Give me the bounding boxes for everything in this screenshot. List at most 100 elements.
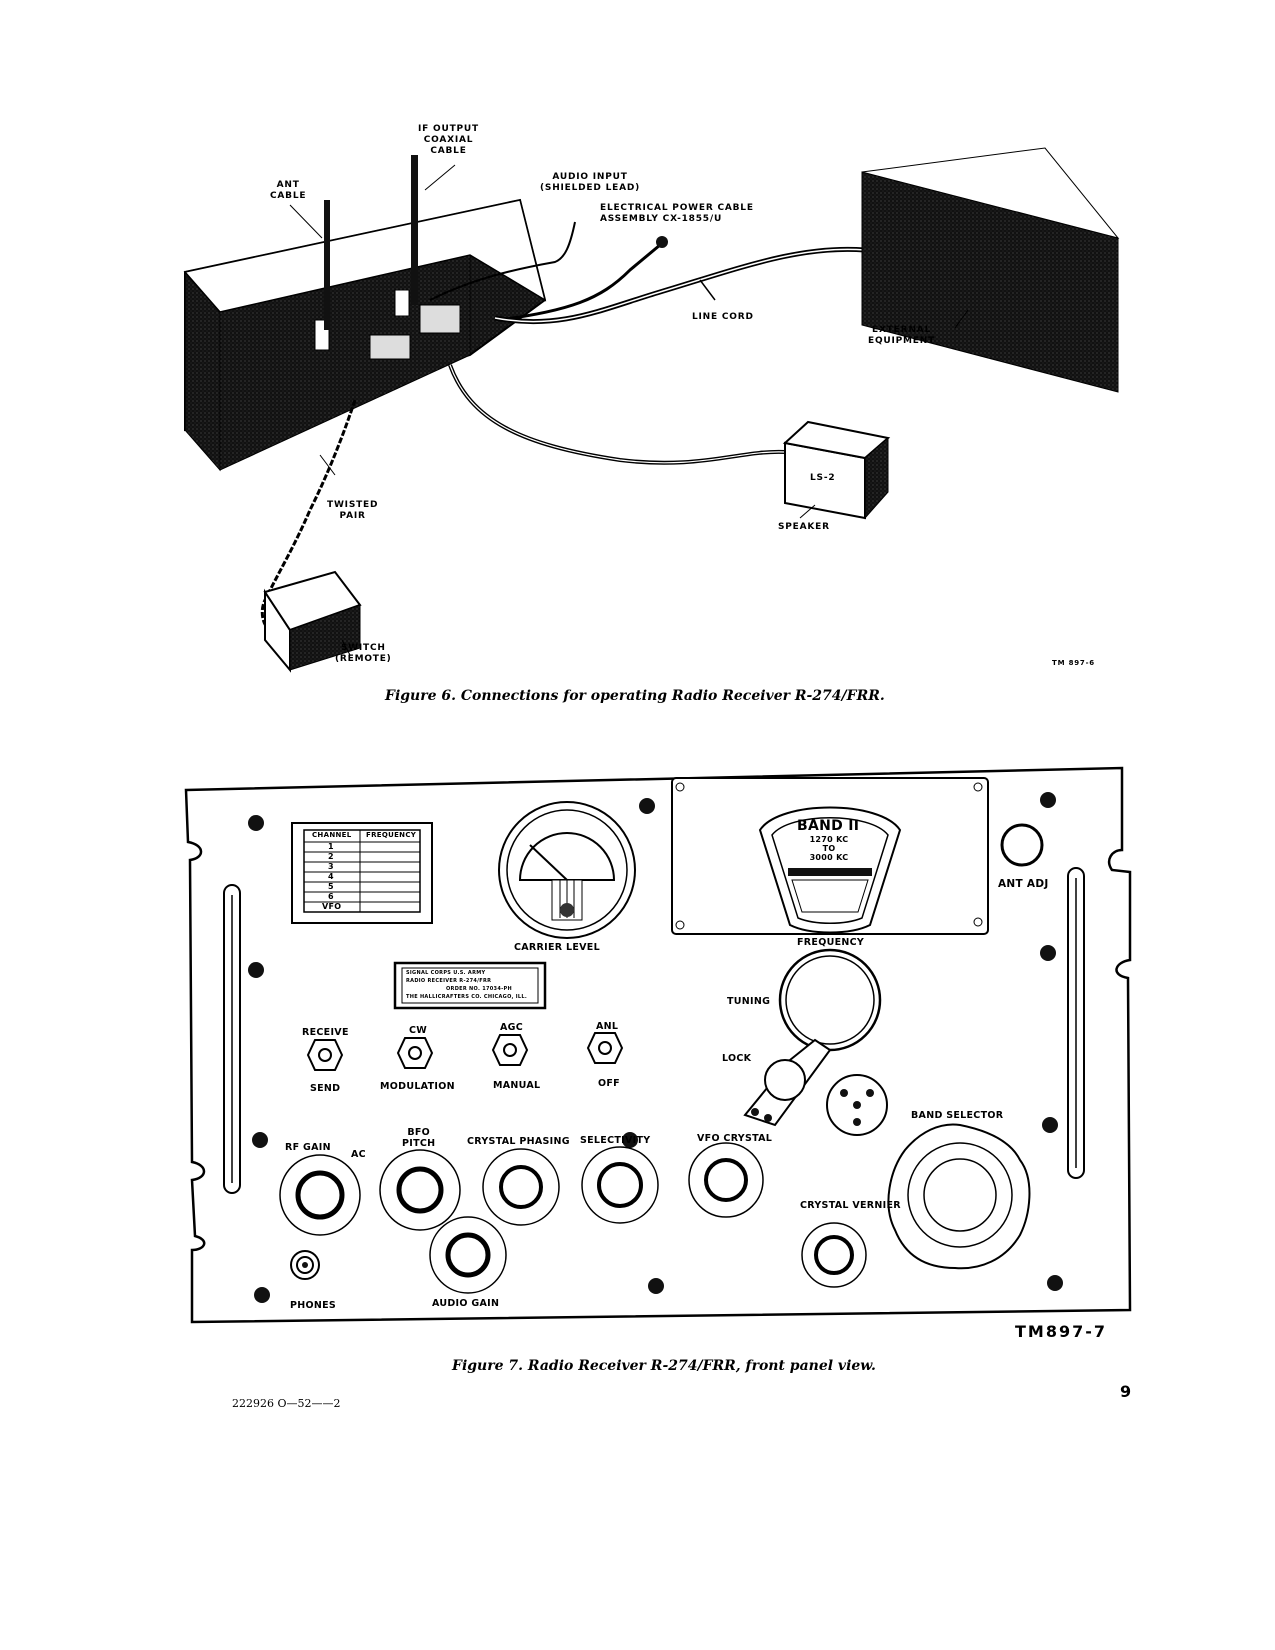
label-agc: AGC: [500, 1022, 524, 1033]
band-range-line: 1270 KC: [809, 835, 849, 844]
label-line: BFO: [407, 1127, 431, 1138]
label-lock: LOCK: [722, 1053, 752, 1064]
band-selector-knob[interactable]: [887, 1123, 1031, 1270]
label-off: OFF: [598, 1078, 620, 1089]
label-line-cord: LINE CORD: [692, 312, 754, 322]
crystal-vernier-knob[interactable]: [801, 1222, 867, 1288]
channel-card: [291, 822, 433, 924]
label-line: IF OUTPUT: [418, 124, 479, 134]
nameplate-text: SIGNAL CORPS U.S. ARMY RADIO RECEIVER R-…: [406, 969, 527, 1001]
label-receive: RECEIVE: [302, 1027, 349, 1038]
toggle-switch-icons: [306, 1032, 624, 1071]
figure-7-caption: Figure 7. Radio Receiver R-274/FRR, fron…: [452, 1358, 876, 1374]
channel-row: VFO: [322, 902, 342, 911]
figure-6-drawing: [183, 147, 1120, 673]
twisted-pair: [260, 399, 357, 632]
vfo-crystal-knob[interactable]: [688, 1142, 764, 1218]
label-speaker-model: LS-2: [810, 473, 836, 483]
label-line: PITCH: [402, 1138, 436, 1149]
label-bfo-pitch: BFO PITCH: [402, 1127, 435, 1149]
label-selectivity: SELECTIVITY: [580, 1135, 651, 1146]
label-phones: PHONES: [290, 1300, 337, 1311]
label-manual: MANUAL: [493, 1080, 541, 1091]
label-send: SEND: [310, 1083, 341, 1094]
figure-7-ref: TM897-7: [1015, 1322, 1108, 1341]
label-power-cable: ELECTRICAL POWER CABLE ASSEMBLY CX-1855/…: [600, 203, 754, 225]
label-audio-gain: AUDIO GAIN: [432, 1298, 500, 1309]
label-if-output-cable: IF OUTPUT COAXIAL CABLE: [418, 124, 479, 157]
label-cw: CW: [409, 1025, 428, 1036]
label-vfo-crystal: VFO CRYSTAL: [697, 1133, 773, 1144]
label-tuning: TUNING: [727, 996, 771, 1007]
channel-card-rows: 1 2 3 4 5 6 VFO: [322, 842, 341, 912]
label-line: (REMOTE): [335, 654, 392, 664]
panel-screws: [248, 792, 1063, 1303]
label-line: (SHIELDED LEAD): [540, 183, 641, 193]
channel-card-header-channel: CHANNEL: [312, 831, 352, 839]
label-line: COAXIAL: [423, 135, 474, 145]
channel-row: 4: [328, 872, 334, 881]
ant-cable: [324, 200, 330, 330]
channel-row: 1: [328, 842, 334, 851]
ant-adj-knob[interactable]: [1000, 823, 1044, 867]
label-line: ASSEMBLY CX-1855/U: [600, 214, 723, 224]
nameplate: [393, 961, 547, 1010]
figure-6-caption: Figure 6. Connections for operating Radi…: [385, 688, 885, 704]
label-line: PAIR: [339, 511, 366, 521]
label-audio-input: AUDIO INPUT (SHIELDED LEAD): [540, 172, 640, 194]
audio-input-lead: [429, 221, 576, 301]
nameplate-line: RADIO RECEIVER R-274/FRR: [406, 978, 492, 984]
frequency-dial-plate: [671, 777, 989, 935]
nameplate-line: THE HALLICRAFTERS CO. CHICAGO, ILL.: [406, 994, 528, 1000]
label-rf-gain: RF GAIN: [285, 1142, 331, 1153]
band-range-line: 3000 KC: [809, 853, 849, 862]
figure-6-ref: TM 897-6: [1052, 659, 1095, 667]
print-code: 222926 O—52——2: [232, 1397, 341, 1410]
label-ant-adj: ANT ADJ: [998, 878, 1049, 890]
label-ac: AC: [351, 1149, 366, 1160]
label-twisted-pair: TWISTED PAIR: [327, 500, 378, 522]
tuning-knob[interactable]: [778, 948, 882, 1052]
power-cable: [499, 243, 661, 322]
crystal-phasing-knob[interactable]: [482, 1148, 560, 1226]
receiver-unit: [183, 198, 547, 472]
speaker-ls2: [782, 420, 891, 520]
phones-jack[interactable]: [290, 1250, 320, 1280]
label-remote-switch: SWITCH (REMOTE): [335, 643, 392, 665]
page-number: 9: [1120, 1382, 1132, 1401]
front-panel-drawing: [184, 766, 1132, 1324]
label-band-selector: BAND SELECTOR: [911, 1110, 1004, 1121]
label-external-equipment: EXTERNAL EQUIPMENT: [868, 325, 935, 347]
channel-row: 2: [328, 852, 334, 861]
label-crystal-vernier: CRYSTAL VERNIER: [800, 1200, 901, 1211]
label-line: SWITCH: [340, 643, 386, 653]
label-line: ELECTRICAL POWER CABLE: [600, 203, 754, 213]
tuning-lock[interactable]: [743, 1038, 832, 1127]
label-line: AUDIO INPUT: [552, 172, 628, 182]
label-carrier-level: CARRIER LEVEL: [514, 942, 600, 953]
band-dial-band: BAND II: [797, 818, 860, 834]
label-line: ANT: [276, 180, 300, 190]
label-anl: ANL: [596, 1021, 619, 1032]
audio-gain-knob[interactable]: [429, 1216, 507, 1294]
label-crystal-phasing: CRYSTAL PHASING: [467, 1136, 570, 1147]
channel-card-header-frequency: FREQUENCY: [366, 831, 417, 839]
rf-gain-knob[interactable]: [279, 1154, 361, 1236]
label-line: CABLE: [270, 191, 307, 201]
label-line: TWISTED: [327, 500, 379, 510]
channel-row: 6: [328, 892, 334, 901]
remote-switch: [263, 570, 362, 673]
label-line: EXTERNAL: [872, 325, 931, 335]
channel-row: 5: [328, 882, 334, 891]
external-equipment: [861, 147, 1120, 393]
if-output-cable: [411, 155, 418, 305]
carrier-level-meter: [498, 801, 636, 939]
selectivity-knob[interactable]: [581, 1146, 659, 1224]
bfo-pitch-knob[interactable]: [379, 1149, 461, 1231]
label-modulation: MODULATION: [380, 1081, 455, 1092]
label-frequency: FREQUENCY: [797, 937, 865, 948]
label-line: CABLE: [430, 146, 467, 156]
label-ant-cable: ANT CABLE: [270, 180, 306, 202]
channel-row: 3: [328, 862, 334, 871]
nameplate-line: SIGNAL CORPS U.S. ARMY: [406, 970, 486, 976]
